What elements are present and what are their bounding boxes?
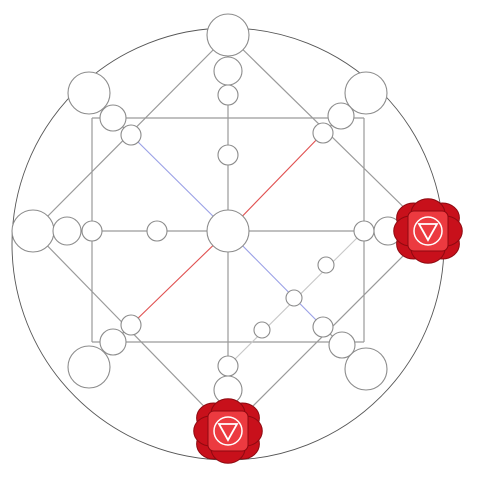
board-node-top-2[interactable] — [213, 56, 243, 86]
board-node-tl-corner[interactable] — [67, 71, 111, 115]
board-node-bl-2[interactable] — [99, 328, 127, 356]
board-node-tr-3[interactable] — [312, 122, 334, 144]
board-node-center[interactable] — [206, 209, 250, 253]
board-node-left-3[interactable] — [81, 220, 103, 242]
board-node-br-3[interactable] — [312, 316, 334, 338]
board-node-top-3[interactable] — [217, 84, 239, 106]
down-triangle-icon — [217, 423, 239, 442]
board-node-left-2[interactable] — [52, 216, 82, 246]
board-line — [227, 230, 324, 328]
board-node-left-4[interactable] — [146, 220, 168, 242]
board-node-left-outer[interactable] — [11, 209, 55, 253]
board-line — [130, 134, 229, 232]
board-node-tl-3[interactable] — [120, 124, 142, 146]
down-triangle-icon — [417, 223, 439, 242]
emblem-ring — [413, 216, 443, 246]
board-line — [227, 132, 324, 232]
board-node-bl-3[interactable] — [120, 314, 142, 336]
emblem-ring — [213, 416, 243, 446]
board-nodes — [11, 13, 450, 453]
board-node-br-2[interactable] — [328, 331, 356, 359]
board-node-bottom-3[interactable] — [217, 355, 239, 377]
board-node-diag-c[interactable] — [253, 321, 271, 339]
piece-bottom[interactable] — [193, 398, 263, 464]
game-pieces — [193, 198, 463, 464]
board-node-diag-a[interactable] — [317, 256, 335, 274]
board-node-bl-corner[interactable] — [67, 345, 111, 389]
board-node-tl-2[interactable] — [99, 104, 127, 132]
board-line — [130, 230, 229, 326]
board-node-diag-b[interactable] — [285, 289, 303, 307]
board-node-top-outer[interactable] — [206, 13, 250, 57]
board-node-tr-2[interactable] — [327, 102, 355, 130]
board-node-br-corner[interactable] — [344, 347, 388, 391]
piece-right[interactable] — [393, 198, 463, 264]
board-node-top-4[interactable] — [217, 144, 239, 166]
board-node-right-3[interactable] — [353, 220, 375, 242]
board-node-tr-corner[interactable] — [344, 71, 388, 115]
